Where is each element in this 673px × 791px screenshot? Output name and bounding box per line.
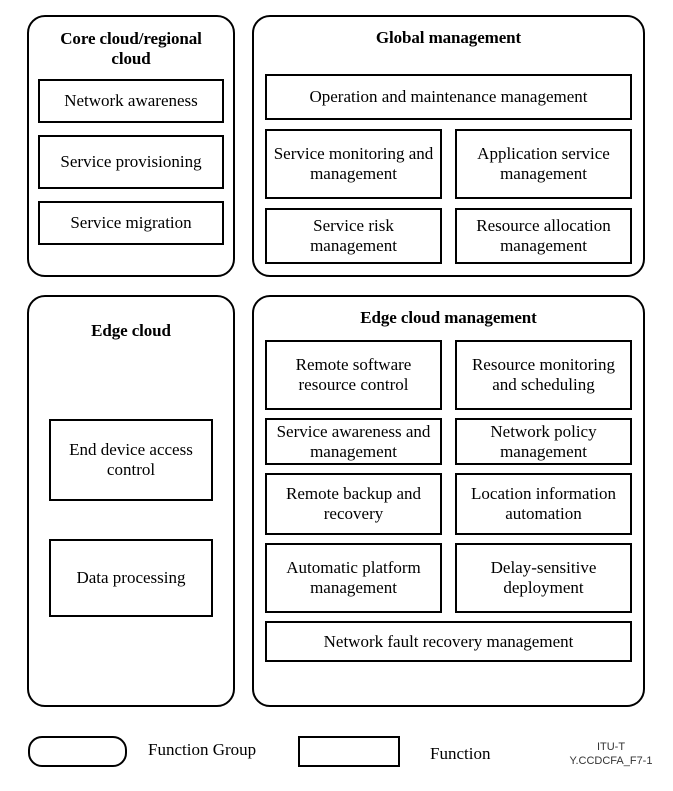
function-box-resource-allocation-management: Resource allocation management [455, 208, 632, 264]
function-row: Service risk management Resource allocat… [265, 208, 632, 264]
function-group-title: Edge cloud management [360, 308, 537, 327]
function-group-edge-cloud-management: Edge cloud management Remote software re… [252, 295, 645, 707]
legend-function-group-label: Function Group [148, 740, 257, 759]
function-list: Network awareness Service provisioning S… [38, 79, 224, 245]
function-box-data-processing: Data processing [49, 539, 213, 617]
function-box-remote-backup-and-recovery: Remote backup and recovery [265, 473, 442, 535]
function-list: End device access control Data processin… [49, 419, 213, 617]
function-row: Service monitoring and management Applic… [265, 129, 632, 199]
function-group-title: Core cloud/regional cloud [60, 29, 202, 69]
function-box-network-awareness: Network awareness [38, 79, 224, 123]
function-box-service-migration: Service migration [38, 201, 224, 245]
function-box-service-risk-management: Service risk management [265, 208, 442, 264]
legend-function-swatch [298, 736, 400, 767]
function-box-service-provisioning: Service provisioning [38, 135, 224, 189]
function-list: Operation and maintenance management Ser… [265, 74, 632, 264]
function-row: Service awareness and management Network… [265, 418, 632, 465]
function-row: Automatic platform management Delay-sens… [265, 543, 632, 613]
function-box-delay-sensitive-deployment: Delay-sensitive deployment [455, 543, 632, 613]
function-box-end-device-access-control: End device access control [49, 419, 213, 501]
function-row: Remote backup and recovery Location info… [265, 473, 632, 535]
figure-id-line-2: Y.CCDCFA_F7-1 [569, 755, 653, 768]
function-row: Operation and maintenance management [265, 74, 632, 120]
function-box-network-fault-recovery-management: Network fault recovery management [265, 621, 632, 662]
function-box-automatic-platform-management: Automatic platform management [265, 543, 442, 613]
function-box-application-service-management: Application service management [455, 129, 632, 199]
function-group-title: Global management [375, 28, 522, 47]
function-group-title: Edge cloud [91, 321, 171, 340]
function-box-service-monitoring-and-management: Service monitoring and management [265, 129, 442, 199]
function-box-service-awareness-and-management: Service awareness and management [265, 418, 442, 465]
function-row: Remote software resource control Resourc… [265, 340, 632, 410]
function-group-edge-cloud: Edge cloud End device access control Dat… [27, 295, 235, 707]
figure-identifier: ITU-T Y.CCDCFA_F7-1 [556, 740, 666, 769]
function-row: Network fault recovery management [265, 621, 632, 662]
function-box-location-information-automation: Location information automation [455, 473, 632, 535]
figure-id-line-1: ITU-T [596, 741, 626, 753]
function-box-resource-monitoring-and-scheduling: Resource monitoring and scheduling [455, 340, 632, 410]
legend-function-group-swatch [28, 736, 127, 767]
function-list: Remote software resource control Resourc… [265, 340, 632, 662]
function-box-network-policy-management: Network policy management [455, 418, 632, 465]
function-group-core-cloud: Core cloud/regional cloud Network awaren… [27, 15, 235, 277]
function-box-remote-software-resource-control: Remote software resource control [265, 340, 442, 410]
function-box-operation-and-maintenance-management: Operation and maintenance management [265, 74, 632, 120]
function-group-global-management: Global management Operation and maintena… [252, 15, 645, 277]
legend-function-label: Function [430, 744, 491, 763]
